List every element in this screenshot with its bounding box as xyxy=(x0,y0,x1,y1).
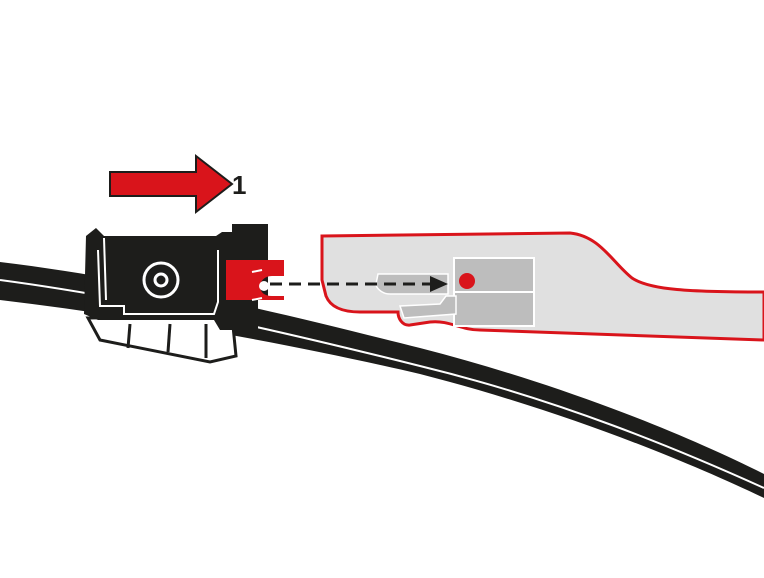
lock-point-icon xyxy=(459,273,475,289)
step-number: 1 xyxy=(232,170,247,200)
dashed-arrow-icon xyxy=(270,276,448,292)
release-clip xyxy=(226,260,284,300)
adapter-base xyxy=(85,314,238,364)
wiper-adapter xyxy=(84,224,284,364)
pivot-icon xyxy=(142,261,180,299)
clip-hole xyxy=(259,281,269,291)
arrow-right-icon xyxy=(109,153,234,215)
arm-hook-lip xyxy=(398,295,457,319)
wiper-arm xyxy=(320,231,764,342)
adapter-housing xyxy=(84,224,268,330)
